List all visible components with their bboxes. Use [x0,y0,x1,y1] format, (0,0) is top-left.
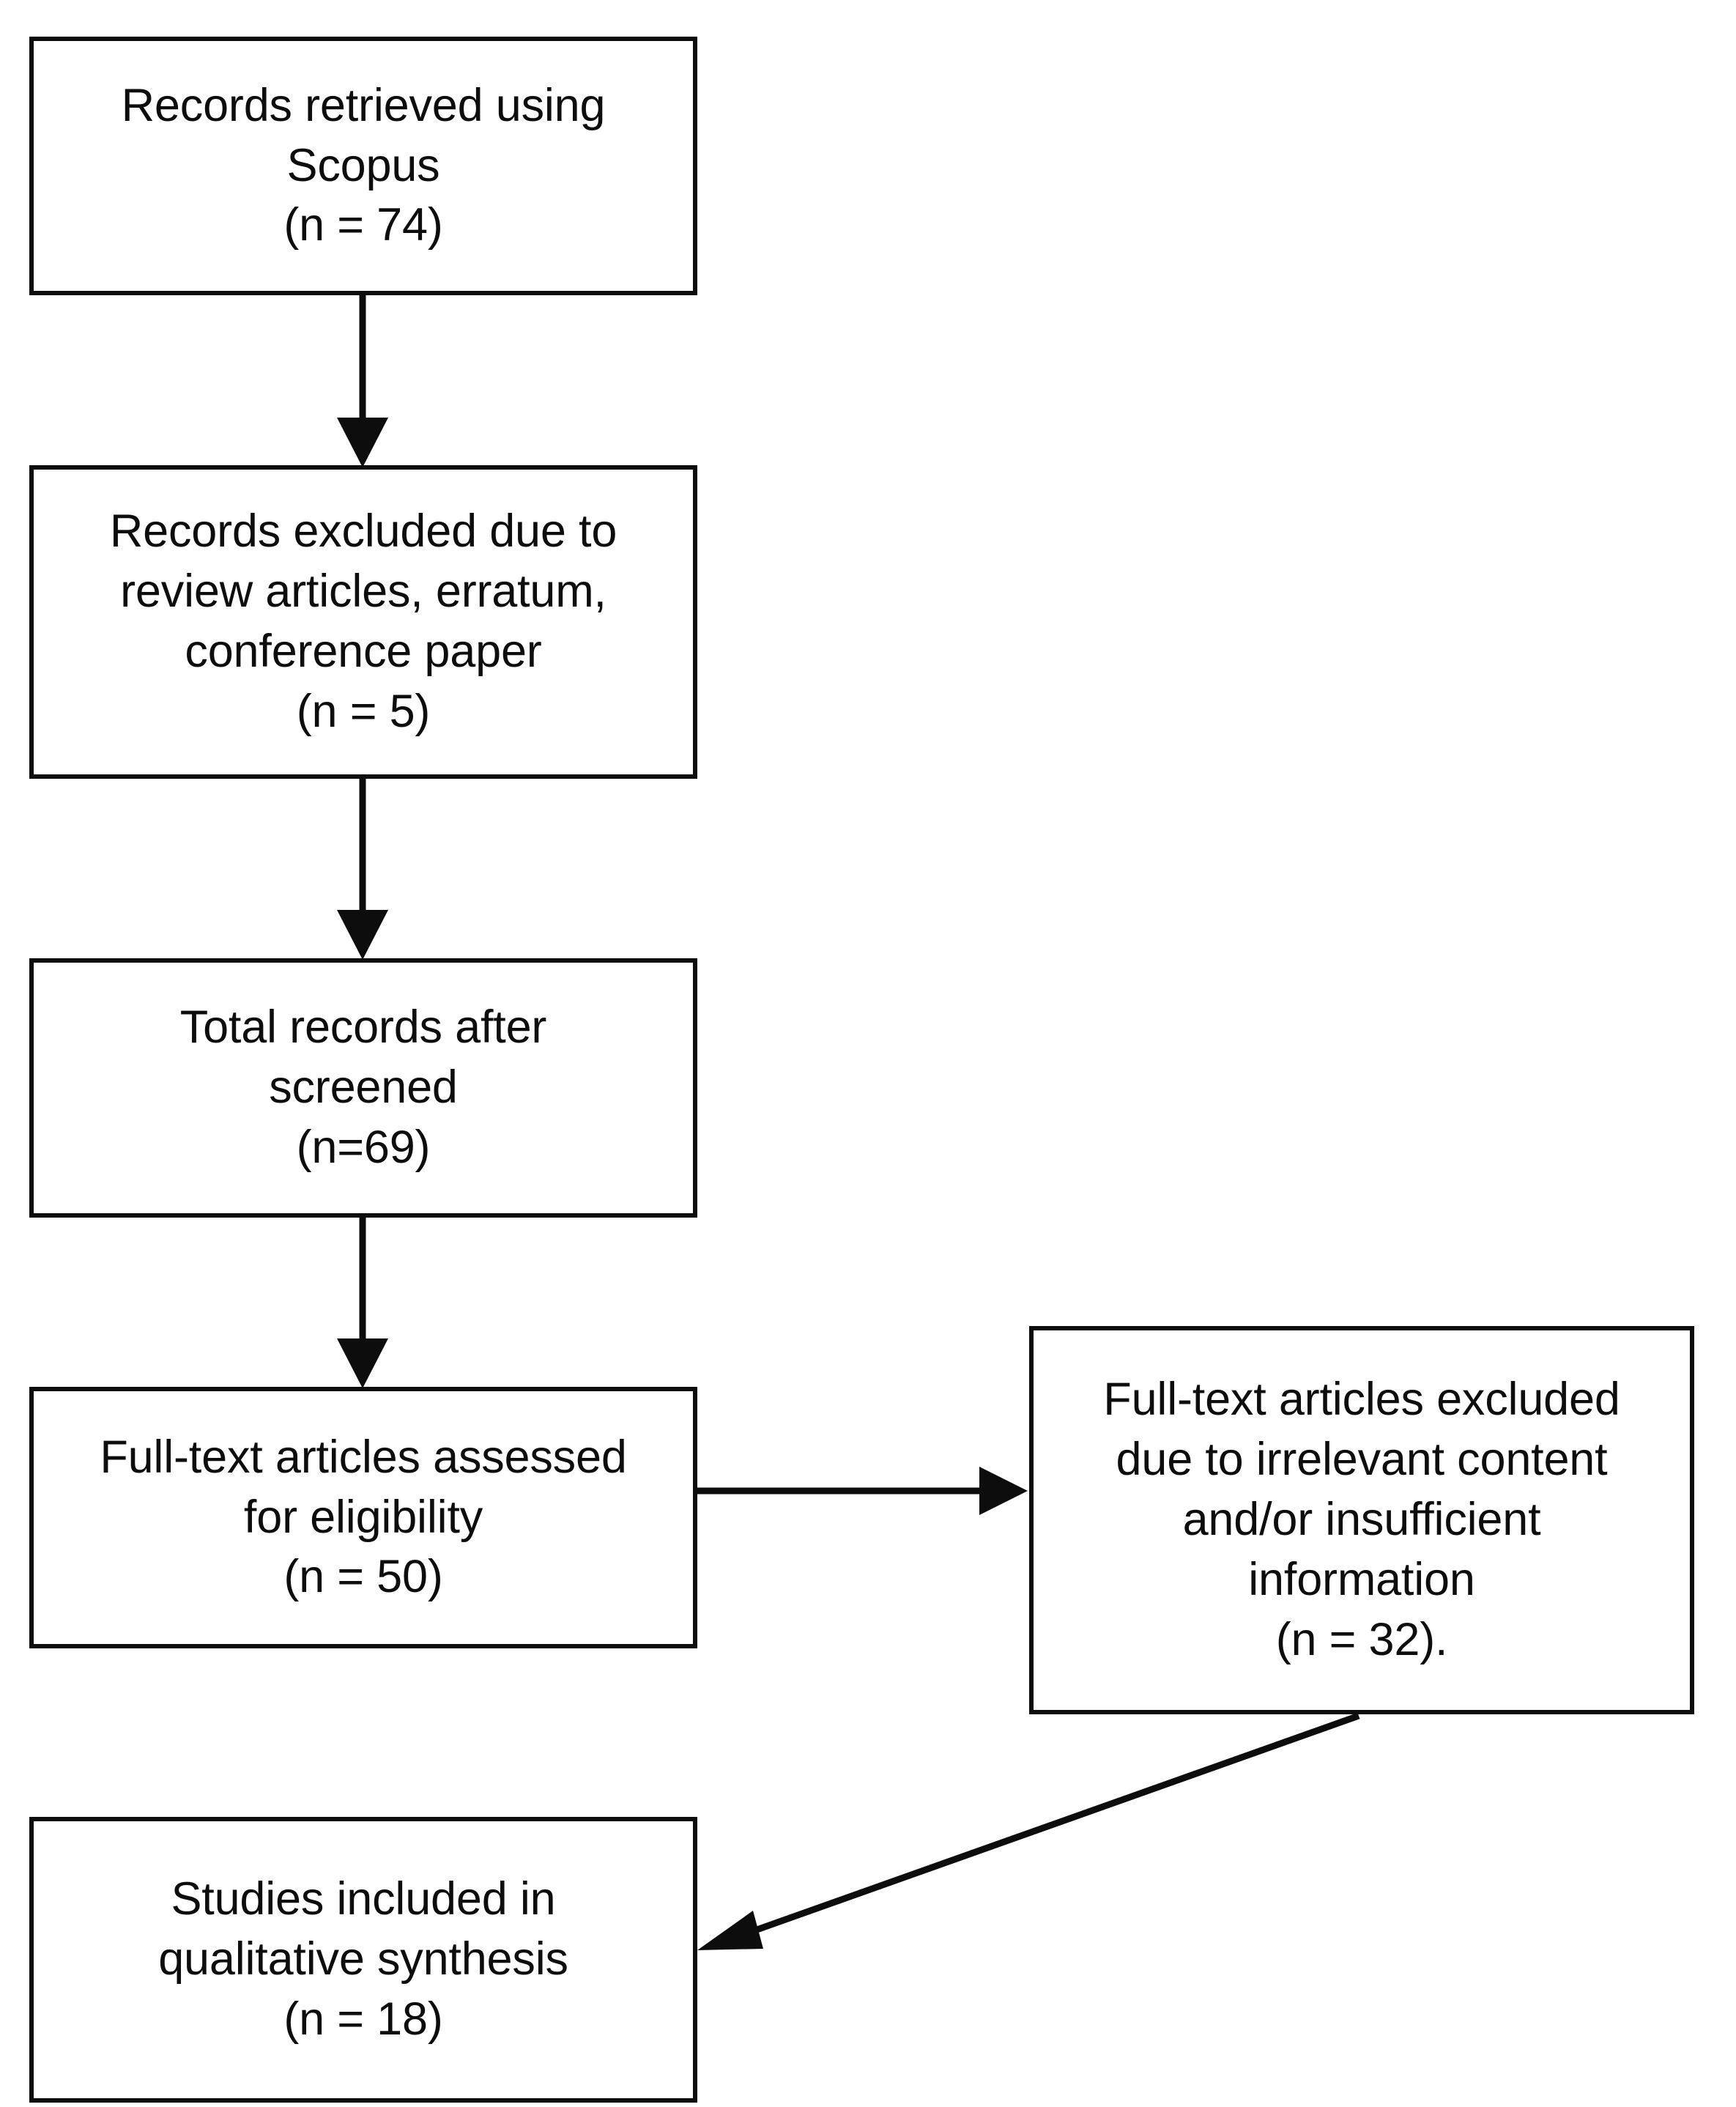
box-fulltext-assessed: Full-text articles assessed for eligibil… [29,1387,697,1648]
box-fulltext-excluded: Full-text articles excluded due to irrel… [1029,1326,1694,1714]
arrow-screened-to-assessed [337,1218,388,1388]
arrow-retrieved-to-excluded [337,295,388,467]
box-records-retrieved-text: Records retrieved using Scopus (n = 74) [121,79,606,251]
arrow-assessed-to-fulltext-excluded [697,1467,1028,1515]
box-studies-included: Studies included in qualitative synthesi… [29,1817,697,2103]
box-total-records-screened-text: Total records after screened (n=69) [179,1001,547,1173]
box-total-records-screened: Total records after screened (n=69) [29,958,697,1218]
box-records-retrieved: Records retrieved using Scopus (n = 74) [29,37,697,295]
box-fulltext-excluded-text: Full-text articles excluded due to irrel… [1103,1374,1620,1665]
box-records-excluded-text: Records excluded due to review articles,… [109,506,617,737]
arrow-fulltext-excluded-to-included [697,1712,1360,1950]
arrow-excluded-to-screened [337,779,388,960]
box-studies-included-text: Studies included in qualitative synthesi… [158,1873,568,2045]
box-records-excluded: Records excluded due to review articles,… [29,465,697,779]
box-fulltext-assessed-text: Full-text articles assessed for eligibil… [100,1431,627,1603]
